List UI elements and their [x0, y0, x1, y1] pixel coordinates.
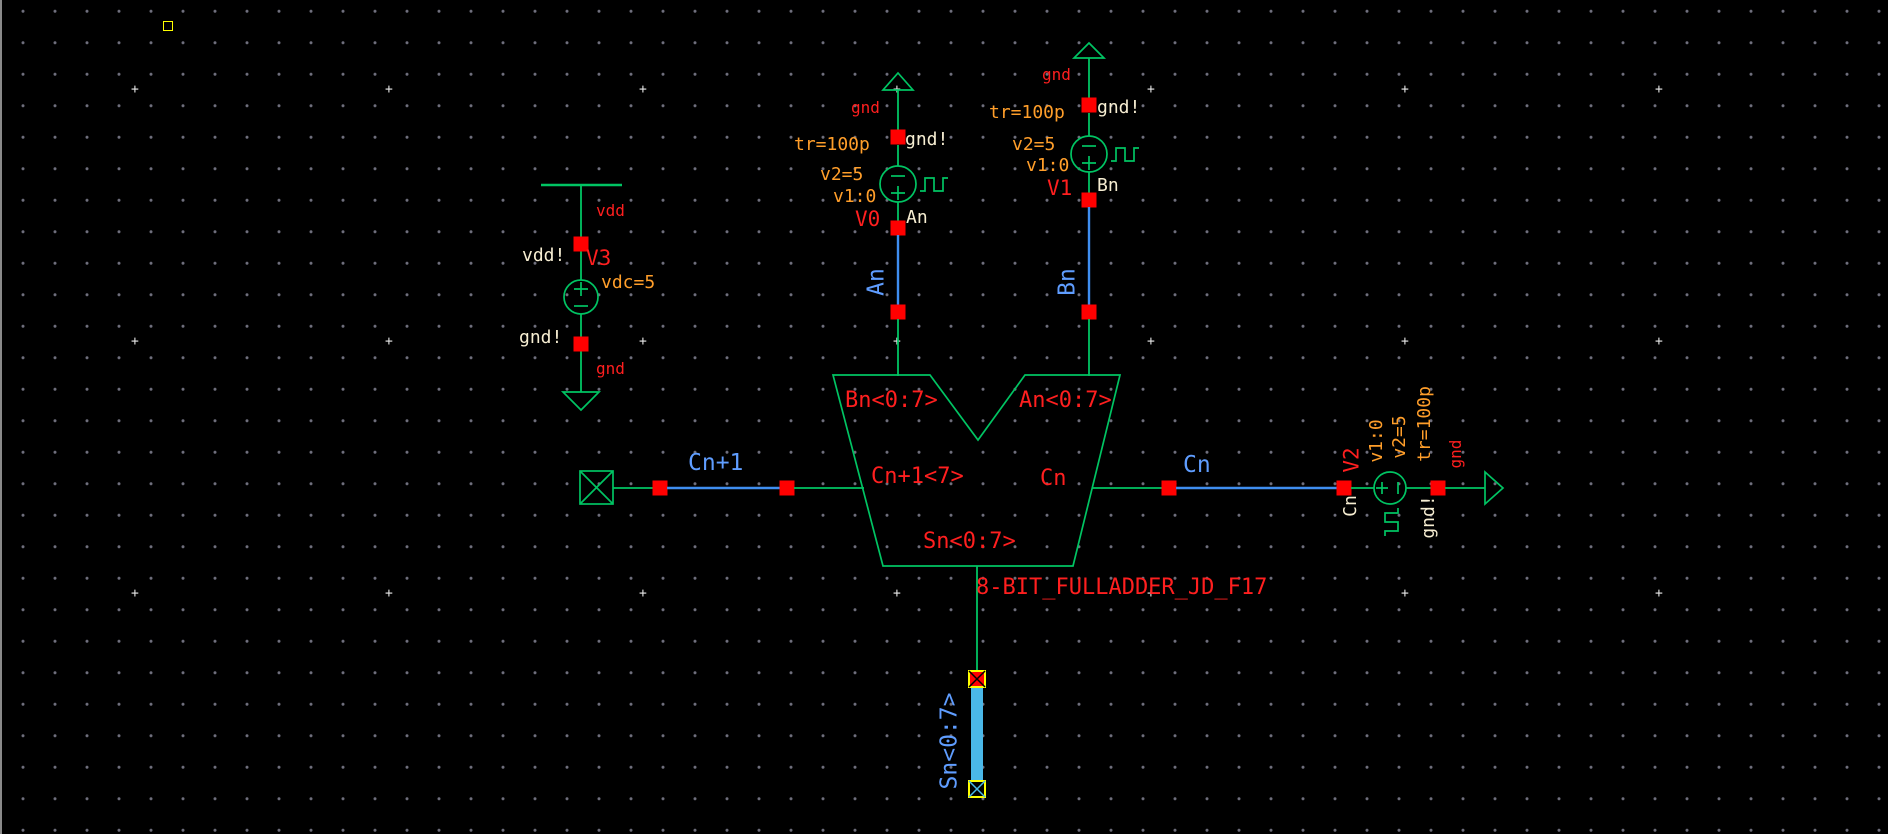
cn1-port-x-icon	[579, 470, 614, 505]
v1-out-node-label: Bn	[1097, 175, 1119, 196]
grid-cross: +	[131, 586, 139, 601]
v0-pulse-waveform-icon	[920, 177, 948, 192]
an-wire-pin-square[interactable]	[890, 304, 906, 320]
v1-gnd-net-label: gnd	[1042, 65, 1071, 84]
grid-cross: +	[893, 334, 901, 349]
grid-cross: +	[1401, 82, 1409, 97]
v2-instance-label: V2	[1339, 447, 1364, 473]
fulladder-symbol-outline[interactable]	[831, 374, 1122, 567]
v3-gnd-net-label: gnd	[596, 359, 625, 378]
grid-cross: +	[1655, 586, 1663, 601]
v1-pulse-voltage-source[interactable]	[1070, 41, 1139, 376]
grid-cross: +	[639, 334, 647, 349]
v2-gnd-symbol[interactable]	[1484, 470, 1505, 506]
grid-cross: +	[1147, 82, 1155, 97]
origin-marker	[163, 21, 173, 31]
v3-plus-symbol	[574, 282, 588, 296]
v0-pulse-voltage-source[interactable]	[879, 71, 948, 376]
v0-gnd-symbol[interactable]	[881, 71, 915, 91]
grid-cross: +	[131, 82, 139, 97]
v0-gnd-node-label: gnd!	[905, 129, 949, 150]
bn-wire-pin-square[interactable]	[1081, 304, 1097, 320]
v2-gnd-net-label: gnd	[1446, 439, 1465, 469]
v1-instance-label: V1	[1047, 176, 1073, 200]
cn-net-label: Cn	[1183, 452, 1211, 478]
v2-pulse-waveform-icon	[1384, 508, 1399, 536]
v3-instance-label: V3	[586, 246, 612, 270]
an-net-label: An	[863, 268, 890, 296]
adder-pin-cn-label: Cn	[1040, 466, 1067, 491]
v0-gnd-pin-square[interactable]	[890, 129, 906, 145]
v0-gnd-net-label: gnd	[851, 98, 880, 117]
bn-net-label: Bn	[1054, 268, 1081, 296]
v1-gnd-symbol[interactable]	[1071, 41, 1107, 59]
grid-cross: +	[1147, 586, 1155, 601]
v3-gnd-symbol[interactable]	[560, 391, 602, 412]
v1-pulse-waveform-icon	[1111, 147, 1139, 162]
cn1-net-label: Cn+1	[688, 450, 744, 476]
grid-cross: +	[1655, 82, 1663, 97]
grid-cross: +	[385, 334, 393, 349]
sn-bus-bottom-marker-x-icon	[968, 780, 986, 798]
cn1-left-pin-square[interactable]	[652, 480, 668, 496]
v0-v1-param-label: v1:0	[833, 186, 877, 207]
v2-tr-param-label: tr=100p	[1414, 386, 1435, 462]
sn-bus-net-label: Sn<0:7>	[936, 692, 963, 790]
v0-plus-symbol	[891, 186, 905, 200]
v1-tr-param-label: tr=100p	[989, 102, 1065, 123]
grid-cross: +	[1401, 334, 1409, 349]
v1-v1-param-label: v1:0	[1026, 155, 1070, 176]
adder-cell-name-label: 8-BIT_FULLADDER_JD_F17	[976, 575, 1268, 600]
v2-v1-param-label: v1:0	[1366, 419, 1387, 463]
v3-minus-node-label: gnd!	[519, 327, 563, 348]
grid-cross: +	[385, 586, 393, 601]
grid-cross: +	[893, 586, 901, 601]
v3-dc-voltage-source[interactable]	[541, 183, 622, 412]
cn1-right-pin-square[interactable]	[779, 480, 795, 496]
v2-v2-param-label: v2=5	[1389, 415, 1410, 459]
adder-pin-bn-label: Bn<0:7>	[845, 388, 938, 413]
adder-pin-an-label: An<0:7>	[1019, 388, 1112, 413]
fulladder-instance[interactable]	[831, 374, 1122, 671]
grid-cross: +	[131, 334, 139, 349]
v3-minus-pin-square[interactable]	[573, 336, 589, 352]
window-left-edge	[0, 0, 2, 834]
grid-cross: +	[1147, 334, 1155, 349]
v2-in-node-label: Cn	[1340, 495, 1361, 517]
grid-cross: +	[639, 82, 647, 97]
sum-bus-probe[interactable]	[968, 670, 986, 798]
v0-out-pin-square[interactable]	[890, 220, 906, 236]
carry-out-branch[interactable]	[1092, 470, 1505, 536]
grid-cross: +	[1655, 334, 1663, 349]
carry-in-branch[interactable]	[579, 470, 864, 505]
v0-v2-param-label: v2=5	[820, 164, 864, 185]
grid-cross: +	[639, 586, 647, 601]
cn-left-pin-square[interactable]	[1161, 480, 1177, 496]
grid-cross: +	[1401, 586, 1409, 601]
v2-plus-symbol	[1376, 482, 1388, 494]
grid-cross: +	[385, 82, 393, 97]
sn-bus-top-marker-x-icon	[968, 670, 986, 688]
v3-vdd-net-label: vdd	[596, 201, 625, 220]
adder-pin-cn1-label: Cn+1<7>	[871, 464, 964, 489]
v1-gnd-pin-square[interactable]	[1081, 97, 1097, 113]
v3-vdc-param-label: vdc=5	[601, 272, 656, 293]
v1-v2-param-label: v2=5	[1012, 134, 1056, 155]
v3-plus-node-label: vdd!	[522, 245, 566, 266]
v1-out-pin-square[interactable]	[1081, 192, 1097, 208]
v0-out-node-label: An	[906, 207, 928, 228]
v2-gnd-pin-square[interactable]	[1430, 480, 1446, 496]
v2-gnd-node-label: gnd!	[1418, 495, 1439, 539]
v1-gnd-node-label: gnd!	[1097, 97, 1141, 118]
v1-plus-symbol	[1082, 156, 1096, 170]
sn-bus-bar[interactable]	[971, 685, 983, 783]
v0-instance-label: V0	[855, 207, 881, 231]
adder-pin-sn-label: Sn<0:7>	[923, 529, 1016, 554]
cn-right-pin-square[interactable]	[1336, 480, 1352, 496]
v0-tr-param-label: tr=100p	[794, 134, 870, 155]
v3-plus-pin-square[interactable]	[573, 236, 589, 252]
